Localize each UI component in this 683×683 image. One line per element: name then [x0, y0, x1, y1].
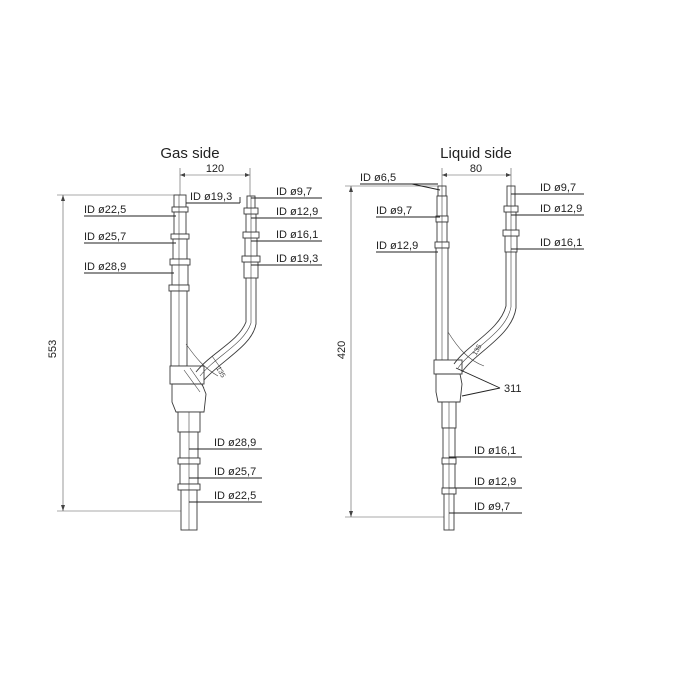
liquid-311-callout: 311: [455, 367, 522, 397]
liquid-branch-pipe: [453, 185, 520, 373]
liquid-label-b-16-1: ID ø16,1: [474, 445, 516, 457]
gas-angle-marker: 135: [185, 343, 226, 380]
gas-main-pipe: [168, 194, 191, 367]
gas-angle-value: 135: [214, 366, 226, 380]
liquid-side-diagram: Liquid side 80 420: [336, 145, 584, 531]
liquid-label-b-12-9: ID ø12,9: [474, 476, 516, 488]
liquid-bottom-labels: ID ø16,1 ID ø12,9 ID ø9,7: [449, 445, 522, 514]
liquid-height-value: 420: [336, 341, 348, 359]
liquid-label-311: 311: [504, 383, 522, 395]
liquid-height-dimension: 420: [336, 185, 450, 518]
gas-label-r-9-7: ID ø9,7: [276, 186, 312, 198]
gas-label-b-28-9: ID ø28,9: [214, 437, 256, 449]
gas-bottom-labels: ID ø28,9 ID ø25,7 ID ø22,5: [189, 437, 262, 503]
gas-side-diagram: Gas side 120 553: [47, 145, 322, 531]
gas-left-labels: ID ø22,5 ID ø25,7 ID ø28,9: [84, 204, 176, 274]
gas-side-title: Gas side: [160, 145, 219, 162]
liquid-angle-value: 135: [472, 343, 484, 357]
liquid-side-title: Liquid side: [440, 145, 512, 162]
liquid-width-value: 80: [470, 163, 482, 175]
gas-tee-body: [169, 365, 207, 413]
liquid-label-r-9-7: ID ø9,7: [540, 182, 576, 194]
gas-label-id-19-3: ID ø19,3: [190, 191, 232, 203]
liquid-label-b-9-7: ID ø9,7: [474, 501, 510, 513]
gas-label-r-16-1: ID ø16,1: [276, 229, 318, 241]
gas-label-id-25-7: ID ø25,7: [84, 231, 126, 243]
liquid-label-id-6-5: ID ø6,5: [360, 172, 396, 184]
gas-width-value: 120: [206, 163, 224, 175]
liquid-width-dimension: 80: [441, 163, 512, 186]
gas-bottom-pipe: [177, 411, 201, 531]
liquid-label-r-16-1: ID ø16,1: [540, 237, 582, 249]
liquid-bottom-pipe: [441, 401, 457, 531]
liquid-angle-marker: 135: [447, 331, 485, 367]
liquid-label-id-9-7: ID ø9,7: [376, 205, 412, 217]
liquid-main-pipe: [434, 185, 450, 361]
liquid-label-id-12-9: ID ø12,9: [376, 240, 418, 252]
gas-branch-pipe: [195, 195, 261, 381]
gas-height-dimension: 553: [47, 194, 190, 512]
gas-label-id-28-9: ID ø28,9: [84, 261, 126, 273]
liquid-right-labels: ID ø9,7 ID ø12,9 ID ø16,1: [511, 182, 584, 250]
liquid-left-labels: ID ø6,5 ID ø9,7 ID ø12,9: [360, 172, 441, 253]
liquid-tee-body: [433, 359, 463, 403]
gas-width-dimension: 120: [179, 163, 251, 196]
gas-label-r-19-3: ID ø19,3: [276, 253, 318, 265]
liquid-label-r-12-9: ID ø12,9: [540, 203, 582, 215]
gas-right-labels: ID ø19,3 ID ø9,7 ID ø12,9 ID ø16,1 ID ø1…: [186, 186, 322, 266]
gas-height-value: 553: [47, 340, 59, 358]
gas-label-b-25-7: ID ø25,7: [214, 466, 256, 478]
gas-label-b-22-5: ID ø22,5: [214, 490, 256, 502]
gas-label-r-12-9: ID ø12,9: [276, 206, 318, 218]
gas-label-id-22-5: ID ø22,5: [84, 204, 126, 216]
